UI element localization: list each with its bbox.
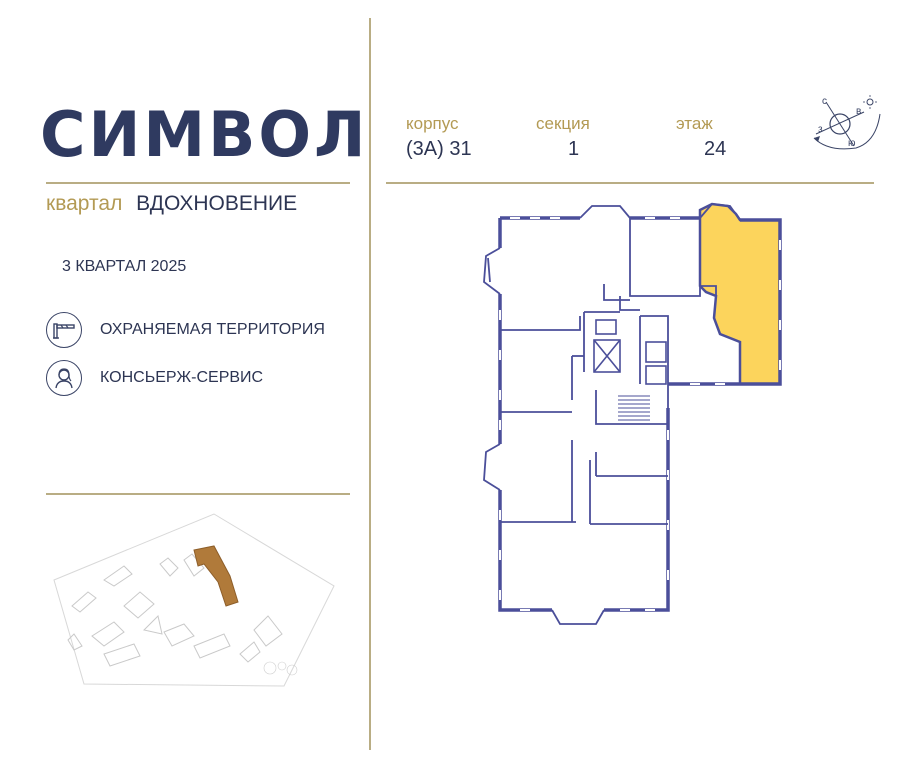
quarter-label: квартал — [46, 192, 123, 215]
building-core — [593, 319, 667, 385]
stairs — [618, 395, 650, 421]
section-block: секция 1 — [536, 114, 590, 161]
selected-apartment[interactable] — [698, 202, 782, 386]
feature-security-label: ОХРАНЯЕМАЯ ТЕРРИТОРИЯ — [100, 321, 325, 338]
floor-block: этаж 24 — [676, 114, 726, 161]
floor-plan — [483, 202, 782, 625]
korpus-block: корпус (3А) 31 — [406, 114, 472, 161]
compass-icon: с в ю з — [813, 95, 881, 150]
window-marks — [499, 217, 781, 611]
feature-concierge-label: КОНСЬЕРЖ-СЕРВИС — [100, 369, 264, 386]
quarter-name: ВДОХНОВЕНИЕ — [136, 192, 298, 215]
barrier-gate-icon — [46, 312, 82, 348]
korpus-value: (3А) 31 — [406, 138, 472, 160]
header-divider-left — [46, 182, 350, 184]
korpus-label: корпус — [406, 114, 459, 133]
floor-value: 24 — [704, 138, 727, 160]
site-plan-map — [53, 513, 335, 687]
feature-concierge: КОНСЬЕРЖ-СЕРВИС — [46, 360, 263, 396]
header-divider-right — [386, 182, 874, 184]
quarter-line: квартал ВДОХНОВЕНИЕ — [46, 192, 297, 216]
feature-security: ОХРАНЯЕМАЯ ТЕРРИТОРИЯ — [46, 312, 325, 348]
interior-walls — [500, 218, 717, 525]
compass-east: в — [856, 106, 861, 117]
brand-logo: СИМВОЛ — [40, 98, 369, 171]
site-plan-divider — [46, 493, 350, 495]
compass-west: з — [818, 124, 823, 135]
concierge-icon — [46, 360, 82, 396]
completion-date: 3 КВАРТАЛ 2025 — [62, 258, 187, 275]
compass-south: ю — [848, 138, 856, 149]
vertical-divider — [369, 18, 371, 750]
section-label: секция — [536, 114, 590, 133]
bay-windows — [483, 203, 741, 625]
selected-building-highlight — [193, 545, 239, 607]
compass-north: с — [822, 96, 827, 107]
floor-label: этаж — [676, 114, 713, 133]
section-value: 1 — [568, 138, 580, 160]
